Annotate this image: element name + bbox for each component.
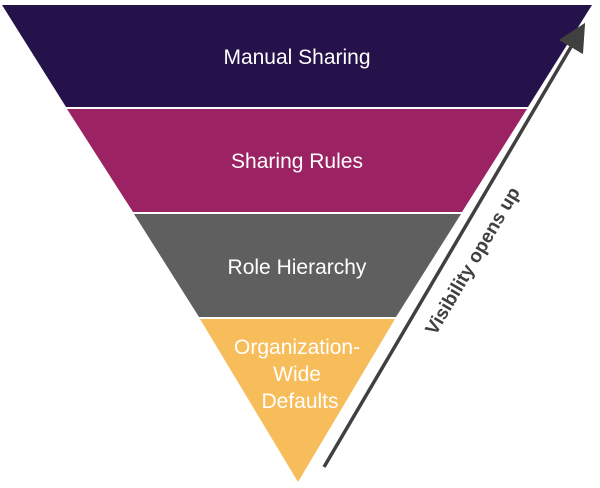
layer-organization-wide-defaults-label: Organization- Wide Defaults bbox=[234, 336, 366, 413]
layer-role-hierarchy-label: Role Hierarchy bbox=[228, 256, 367, 279]
layer-manual-sharing-label: Manual Sharing bbox=[223, 46, 370, 69]
layer-manual-sharing: Manual Sharing bbox=[2, 5, 592, 107]
layer-sharing-rules: Sharing Rules bbox=[67, 109, 527, 212]
visibility-arrow-line bbox=[322, 22, 586, 468]
layer-organization-wide-defaults-band bbox=[200, 319, 395, 482]
layer-sharing-rules-band bbox=[67, 109, 527, 212]
layer-owd-line-1: Organization- bbox=[234, 336, 360, 359]
layer-role-hierarchy: Role Hierarchy bbox=[134, 214, 461, 317]
layer-manual-sharing-band bbox=[2, 5, 592, 107]
layer-owd-line-2: Wide bbox=[273, 363, 321, 386]
layer-owd-line-3: Defaults bbox=[261, 390, 338, 413]
layer-role-hierarchy-band bbox=[134, 214, 461, 317]
layer-sharing-rules-label: Sharing Rules bbox=[231, 150, 363, 173]
layer-organization-wide-defaults: Organization- Wide Defaults bbox=[200, 319, 395, 482]
